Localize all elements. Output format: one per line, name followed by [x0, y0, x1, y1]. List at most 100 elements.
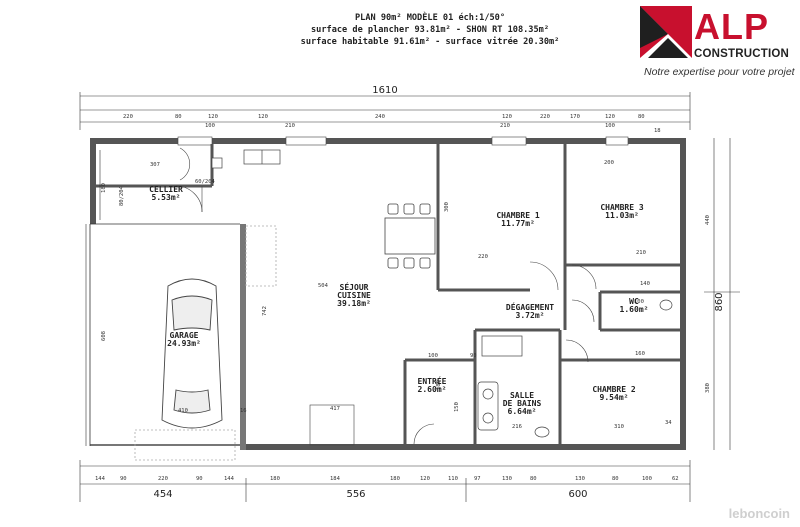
dim-misc: 180 — [436, 380, 442, 390]
room-cellier-area: 5.53m² — [152, 193, 181, 202]
leboncoin-watermark: leboncoin — [728, 506, 790, 521]
room-wc-area: 1.60m² — [620, 305, 649, 314]
dim-misc: 417 — [330, 406, 340, 412]
logo-subtitle: CONSTRUCTION — [694, 48, 790, 60]
dim-bottom: 144 — [224, 476, 235, 482]
dim-top: 240 — [375, 114, 385, 120]
top-row-dims: 220 80 120 120 240 120 220 170 120 80 10… — [123, 114, 645, 129]
dim-misc: 100 — [428, 353, 438, 359]
room-sdb-name2: DE BAINS — [503, 399, 542, 408]
dim-misc: 742 — [262, 306, 268, 316]
dim-bottom: 80 — [530, 476, 537, 482]
room-chambre2-name: CHAMBRE 2 — [592, 385, 636, 394]
dim-top2: 100 — [205, 123, 215, 129]
dim-top2: 210 — [500, 123, 510, 129]
room-labels: CELLIER 5.53m² GARAGE 24.93m² SÉJOUR CUI… — [149, 185, 648, 416]
dim-bottom: 97 — [474, 476, 481, 482]
room-chambre3-area: 11.03m² — [605, 211, 639, 220]
bottom-dimension-lines — [79, 460, 691, 502]
room-chambre1-area: 11.77m² — [501, 219, 535, 228]
dim-bottom: 120 — [420, 476, 430, 482]
dim-bottom: 144 — [95, 476, 106, 482]
room-entree-name: ENTRÉE — [418, 375, 447, 386]
dim-misc: 410 — [178, 408, 188, 414]
dim-top: 120 — [605, 114, 615, 120]
dim-misc: 18 — [654, 128, 661, 134]
interior-dims: 307 60/204 80/204 300 200 220 140 100 74… — [119, 128, 672, 430]
dim-top: 80 — [638, 114, 645, 120]
room-sejour-area: 39.18m² — [337, 299, 371, 308]
bathtub-icon — [477, 381, 499, 431]
dim-bottom-454: 454 — [153, 489, 172, 500]
dim-bottom: 90 — [196, 476, 203, 482]
room-chambre3-name: CHAMBRE 3 — [600, 203, 644, 212]
room-degagement-area: 3.72m² — [516, 311, 545, 320]
room-wc-name: WC — [629, 297, 639, 306]
dim-top2: 210 — [285, 123, 295, 129]
dim-bottom: 62 — [672, 476, 679, 482]
dim-total-depth: 860 — [714, 292, 725, 311]
room-sejour-name: SÉJOUR — [340, 281, 369, 292]
logo-tagline: Notre expertise pour votre projet — [644, 66, 795, 78]
dim-misc: 160 — [635, 351, 645, 357]
room-degagement-name: DÉGAGEMENT — [506, 301, 554, 312]
dim-misc: 34 — [665, 420, 672, 426]
right-dimension-lines — [704, 138, 740, 450]
dim-misc: 90 — [470, 353, 477, 359]
toilet-icon — [481, 299, 673, 438]
room-chambre2-area: 9.54m² — [600, 393, 629, 402]
dim-total-width: 1610 — [372, 85, 397, 96]
dim-misc: 300 — [444, 202, 450, 212]
room-sdb-area: 6.64m² — [508, 407, 537, 416]
dim-bottom: 180 — [270, 476, 280, 482]
room-garage-area: 24.93m² — [167, 339, 201, 348]
dim-top: 220 — [540, 114, 550, 120]
dim-top: 120 — [208, 114, 218, 120]
exterior-walls — [90, 136, 686, 450]
dim-bottom: 130 — [502, 476, 512, 482]
dim-bottom: 180 — [390, 476, 400, 482]
dim-misc: 504 — [318, 283, 329, 289]
dim-misc: 16 — [240, 408, 247, 414]
room-chambre1-name: CHAMBRE 1 — [496, 211, 540, 220]
dim-left: 180 — [101, 183, 107, 193]
dining-table-icon — [384, 203, 436, 269]
room-cellier-name: CELLIER — [149, 185, 183, 194]
door-swings — [175, 147, 597, 446]
dim-top: 170 — [570, 114, 580, 120]
garage-outline — [89, 223, 277, 461]
top-dimension-lines — [79, 92, 691, 130]
room-entree-area: 2.60m² — [418, 385, 447, 394]
dim-bottom: 110 — [448, 476, 458, 482]
dim-misc: 220 — [478, 254, 488, 260]
interior-walls — [96, 144, 680, 444]
dim-bottom: 100 — [642, 476, 652, 482]
dim-right: 380 — [705, 383, 711, 393]
room-sdb-name: SALLE — [510, 391, 534, 400]
dim-top2: 100 — [605, 123, 615, 129]
dim-misc: 310 — [614, 424, 624, 430]
logo-brand: ALP — [694, 6, 769, 47]
dim-misc: 100 — [634, 299, 644, 305]
dim-top: 120 — [258, 114, 268, 120]
dim-misc: 307 — [150, 162, 160, 168]
room-sejour-name2: CUISINE — [337, 291, 371, 300]
dim-bottom: 220 — [158, 476, 168, 482]
dim-misc: 80/204 — [119, 185, 125, 206]
plan-header: PLAN 90m² MODÈLE 01 éch:1/50° surface de… — [250, 12, 610, 48]
header-line-3: surface habitable 91.61m² - surface vitr… — [300, 37, 560, 47]
dim-left: 608 — [101, 331, 107, 341]
alp-logo[interactable]: ALP CONSTRUCTION Notre expertise pour vo… — [638, 4, 798, 88]
dim-top: 120 — [502, 114, 512, 120]
dim-bottom: 130 — [575, 476, 585, 482]
room-garage-name: GARAGE — [170, 331, 199, 340]
car-icon — [161, 278, 223, 429]
dim-bottom: 90 — [120, 476, 127, 482]
dim-top: 220 — [123, 114, 133, 120]
header-line-1: PLAN 90m² MODÈLE 01 éch:1/50° — [354, 13, 506, 23]
kitchen-sink-icon — [211, 149, 281, 169]
alp-logo-mark-icon — [640, 6, 692, 58]
dim-top: 80 — [175, 114, 182, 120]
dim-misc: 60/204 — [195, 179, 216, 185]
